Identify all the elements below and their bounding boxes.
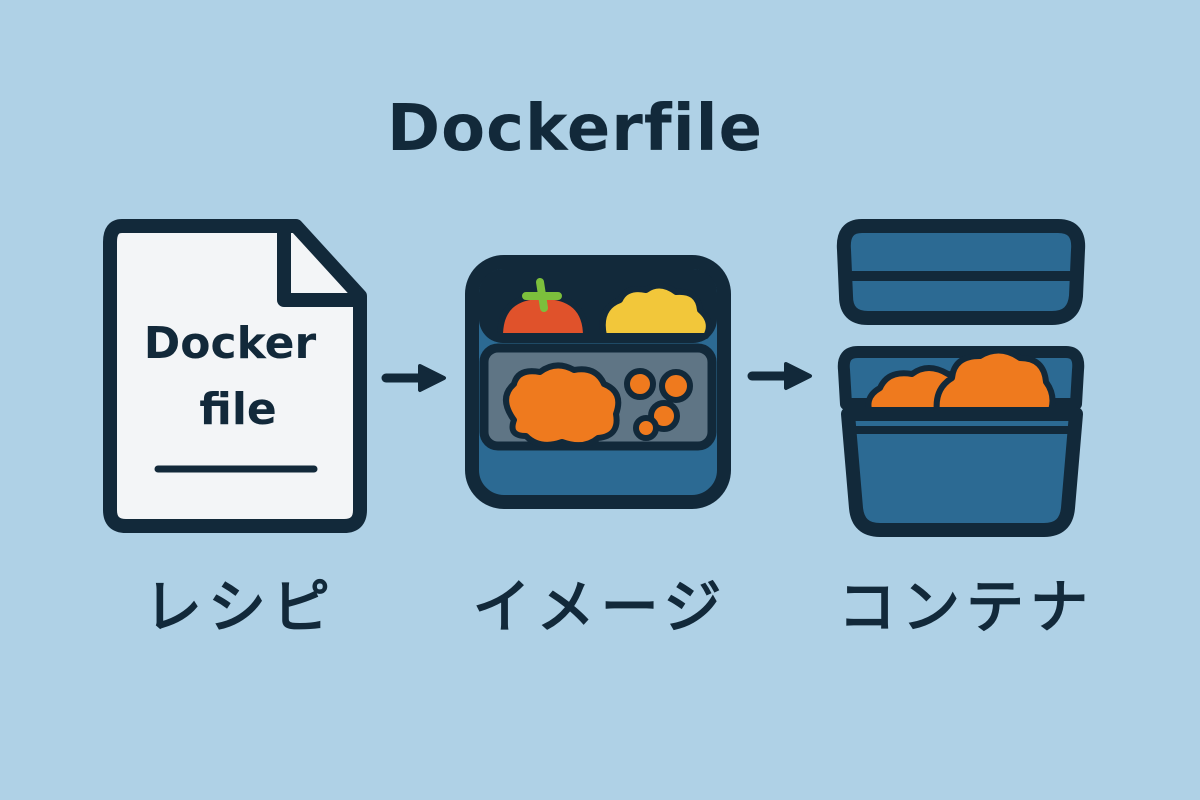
step-label-container: コンテナ — [837, 573, 1094, 641]
step-label-recipe: レシピ — [143, 573, 336, 641]
diagram-title: Dockerfile — [387, 92, 763, 166]
document-text-line1: Docker — [144, 318, 317, 369]
step-label-image: イメージ — [472, 573, 728, 641]
arrow-right-icon — [381, 364, 446, 392]
karaage-icon — [503, 362, 693, 449]
tomato-icon — [496, 278, 590, 339]
bento-box-icon — [465, 255, 731, 509]
arrow-right-icon — [747, 362, 812, 390]
document-text-line2: file — [199, 384, 277, 435]
recipe-document-icon: Docker file — [103, 219, 367, 533]
open-lunchbox-icon — [836, 219, 1086, 537]
egg-icon — [599, 282, 712, 339]
karaage-icon — [865, 347, 1056, 421]
